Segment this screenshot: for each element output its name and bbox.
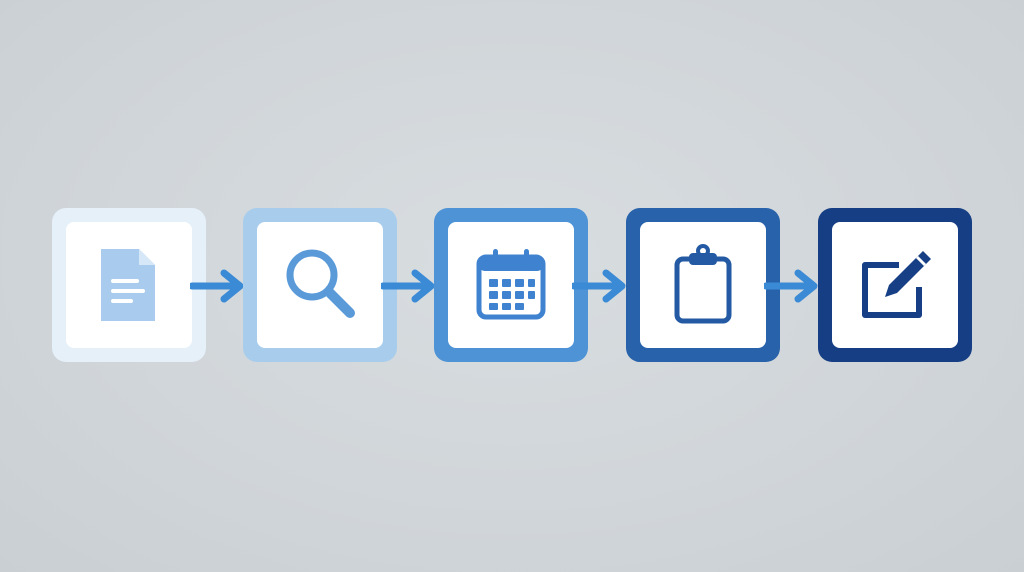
arrow-connector: [381, 266, 439, 306]
step-edit: [818, 208, 972, 362]
arrow-connector: [190, 266, 248, 306]
step-clipboard: [626, 208, 780, 362]
edit-pen-icon: [862, 251, 931, 318]
arrow-connector: [572, 266, 630, 306]
arrow-right-icon: [190, 269, 244, 303]
arrow-right-icon: [381, 269, 435, 303]
calendar-icon: [476, 249, 546, 320]
clipboard-icon: [674, 244, 732, 324]
step-search: [243, 208, 397, 362]
magnifier-icon: [286, 249, 355, 318]
step-calendar: [434, 208, 588, 362]
arrow-right-icon: [764, 269, 818, 303]
step-card: [448, 222, 574, 348]
step-card: [832, 222, 958, 348]
step-card: [66, 222, 192, 348]
step-card: [640, 222, 766, 348]
arrow-right-icon: [572, 269, 626, 303]
step-card: [257, 222, 383, 348]
step-document: [52, 208, 206, 362]
document-icon: [101, 249, 155, 321]
arrow-connector: [764, 266, 822, 306]
